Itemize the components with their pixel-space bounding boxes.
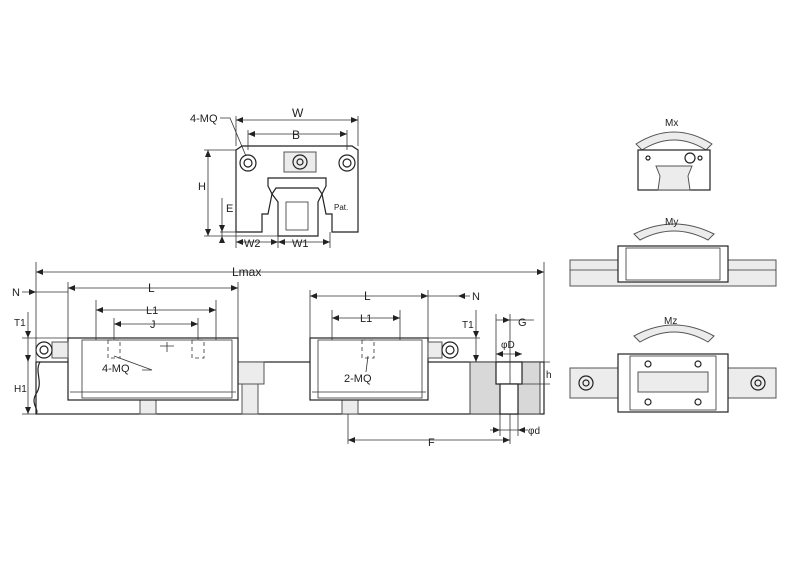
moment-mz: Mz [569,316,777,413]
moment-my: My [569,217,777,287]
grease-fitting [283,151,317,173]
moment-mx: Mx [635,118,713,191]
block-cross-section [235,145,359,233]
dim-w1: W1 [292,238,309,250]
dim-n-right: N [472,291,480,303]
dim-j: J [150,319,156,331]
dim-l-left: L [148,281,155,295]
dim-t1-left: T1 [14,318,26,329]
dim-h1: H1 [14,384,27,395]
mx-arrow [635,131,713,151]
grease-fitting-nut [292,154,308,170]
label-4mq-side: 4-MQ [102,363,130,375]
dim-g: G [518,317,527,329]
cross-section-view: Pat. W B 4-MQ H E W2 W1 [190,106,359,250]
dim-h-small: h [546,370,552,381]
dim-f: F [428,437,435,449]
dim-w: W [292,106,304,120]
dim-l-right: L [364,289,371,303]
dim-t1-right: T1 [462,320,474,331]
label-my: My [665,217,678,228]
dim-lmax: Lmax [232,265,261,279]
mounting-screw-right [338,154,356,172]
block-right [309,337,429,401]
grease-nipple-right [441,341,459,359]
grease-nipple-left [35,341,53,359]
label-2mq: 2-MQ [344,373,372,385]
my-arrow [633,223,715,241]
moment-views: Mx My Mz [569,118,777,413]
dim-h: H [198,181,206,193]
through-hole [499,383,519,415]
mz-arrow [633,324,715,343]
dim-l1-right: L1 [360,313,372,325]
dim-w2: W2 [244,238,261,250]
dim-l1-left: L1 [146,305,158,317]
label-mz: Mz [664,316,677,327]
dim-b: B [292,128,300,142]
rail-profile [271,187,323,237]
label-mx: Mx [665,118,678,129]
rail-bolt-head-1 [235,361,265,385]
pat-label: Pat. [334,203,348,212]
my-block [617,245,729,283]
side-view: Lmax L L1 J N T1 H1 4-MQ [12,262,552,449]
dim-phi-d-big: φD [501,340,515,351]
block-left [67,337,239,401]
counterbore [495,361,523,385]
dim-e: E [226,203,233,215]
dim-n-left: N [12,287,20,299]
dim-phi-d-small: φd [528,426,540,437]
rail-bolt-hole [285,201,309,231]
label-4mq-top: 4-MQ [190,113,218,125]
mounting-screw-left [239,154,257,172]
